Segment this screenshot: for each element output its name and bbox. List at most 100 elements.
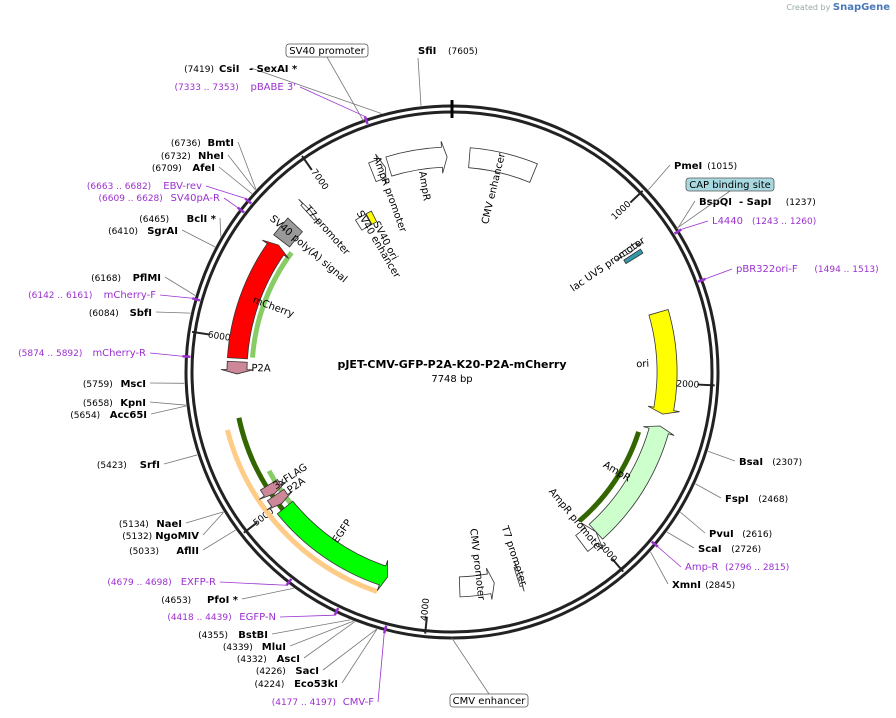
primer-line-4 (149, 352, 183, 357)
site-line-ScaI (666, 531, 695, 549)
feature-label-3: T7 promoter (498, 524, 528, 588)
primer-6: EGFP-N (239, 612, 276, 623)
feature-0 (647, 309, 680, 415)
site-line-5 (219, 217, 222, 237)
site-line-19 (303, 621, 355, 659)
site-pos-5: (6465) (139, 215, 169, 225)
box-line-2 (451, 637, 490, 695)
feature-3 (513, 560, 525, 592)
primer-line-0 (299, 86, 366, 117)
site-BsaI: BsaI (739, 457, 763, 468)
feature-4 (458, 567, 495, 600)
orf-arc-3 (577, 431, 642, 523)
primer-line-9 (705, 268, 733, 280)
primer-mark-3 (191, 297, 201, 302)
box-line-1 (675, 190, 731, 230)
credit-brand: SnapGene (832, 2, 890, 13)
primer-pos-2: (6609 .. 6628) (99, 194, 163, 204)
tick-label-2000: 2000 (676, 379, 700, 390)
primer-8: L4440 (712, 216, 743, 227)
site-line-21 (341, 629, 378, 684)
site-line-8 (155, 311, 191, 314)
site-line-7 (164, 276, 196, 296)
site-pos-11: (5654) (70, 411, 100, 421)
orf-arc-4 (250, 251, 294, 358)
site-2: BmtI (207, 138, 234, 149)
primer-line-7 (377, 633, 385, 703)
primer-pos-5: (4679 .. 4698) (107, 578, 171, 588)
site-PmeI: PmeI (674, 161, 702, 172)
feature-label-8: P2A (251, 363, 271, 374)
site-SapI: - SapI (739, 197, 771, 208)
primer-pos-9: (1494 .. 1513) (814, 265, 878, 275)
primer-mark-10 (650, 540, 659, 548)
site-pos-17: (4355) (198, 631, 228, 641)
feature-12 (368, 153, 387, 185)
feature-9 (227, 239, 289, 360)
site-line-1 (250, 67, 382, 114)
tick-1000 (629, 190, 644, 204)
tick-label-1000: 1000 (610, 199, 634, 222)
primer-2: SV40pA-R (171, 193, 220, 204)
primer-line-6 (279, 614, 335, 618)
primer-pos-4: (5874 .. 5892) (18, 349, 82, 359)
tick-3000 (611, 558, 624, 573)
primer-line-3 (159, 294, 193, 299)
feature-15 (616, 241, 644, 261)
site-line-17 (271, 619, 351, 635)
site-FspI: FspI (725, 494, 749, 505)
site-line-BsaI (707, 450, 736, 462)
site-pos-SfiI: (7605) (448, 47, 478, 57)
feature-7 (259, 478, 287, 500)
primer-5: EXFP-R (181, 577, 216, 588)
site-line-BspQI (677, 200, 696, 229)
site-pos-20: (4226) (256, 667, 286, 677)
site-line-15 (202, 529, 236, 551)
primer-pos-6: (4418 .. 4439) (167, 613, 231, 623)
site-pos-BspQI: (1237) (786, 198, 816, 208)
feature-2 (575, 522, 603, 552)
site-pos-18: (4339) (223, 643, 253, 653)
site-pos-10: (5658) (83, 399, 113, 409)
primer-4: mCherry-R (92, 348, 146, 359)
primer-mark-7 (382, 625, 388, 634)
feature-6 (266, 488, 293, 511)
site-line-16 (241, 587, 294, 600)
site-pos-6: (6410) (108, 227, 138, 237)
tick-4000 (424, 616, 428, 634)
site-b-1: - SexAI * (249, 64, 298, 75)
primer-pos-0: (7333 .. 7353) (175, 83, 239, 93)
site-line-10 (149, 401, 187, 406)
site-12: SrfI (140, 460, 160, 471)
primer-line-2 (223, 197, 239, 208)
site-18: MluI (262, 642, 286, 653)
primer-line-10 (657, 546, 682, 568)
feature-label-13: AmpR (416, 170, 432, 201)
site-line-18 (289, 620, 354, 647)
credit: Created by SnapGene (786, 2, 890, 13)
site-line-PvuI (680, 511, 706, 534)
plasmid-name: pJET-CMV-GFP-P2A-K20-P2A-mCherry (337, 358, 566, 371)
site-XmnI: XmnI (672, 580, 701, 591)
orf-arc-0 (224, 429, 378, 594)
primer-mark-6 (333, 607, 340, 616)
site-line-13 (185, 511, 224, 524)
feature-label-15: lac UV5 promoter (569, 235, 648, 294)
site-line-XmnI (650, 551, 669, 585)
site-line-4 (218, 166, 253, 194)
primer-10: Amp-R (685, 562, 719, 573)
primer-pos-3: (6142 .. 6161) (28, 291, 92, 301)
site-line-2 (237, 141, 257, 190)
feature-11 (298, 198, 321, 224)
site-line-14 (202, 511, 224, 536)
primer-line-8 (681, 220, 709, 230)
primer-line-1 (205, 185, 246, 199)
site-pos-15: (5033) (129, 547, 159, 557)
site-pos-13: (5134) (119, 520, 149, 530)
site-pos-2: (6736) (171, 139, 201, 149)
site-16: PfoI * (207, 595, 239, 606)
site-3: NheI (198, 151, 224, 162)
tick-7000 (301, 155, 313, 171)
site-pos-9: (5759) (83, 380, 113, 390)
